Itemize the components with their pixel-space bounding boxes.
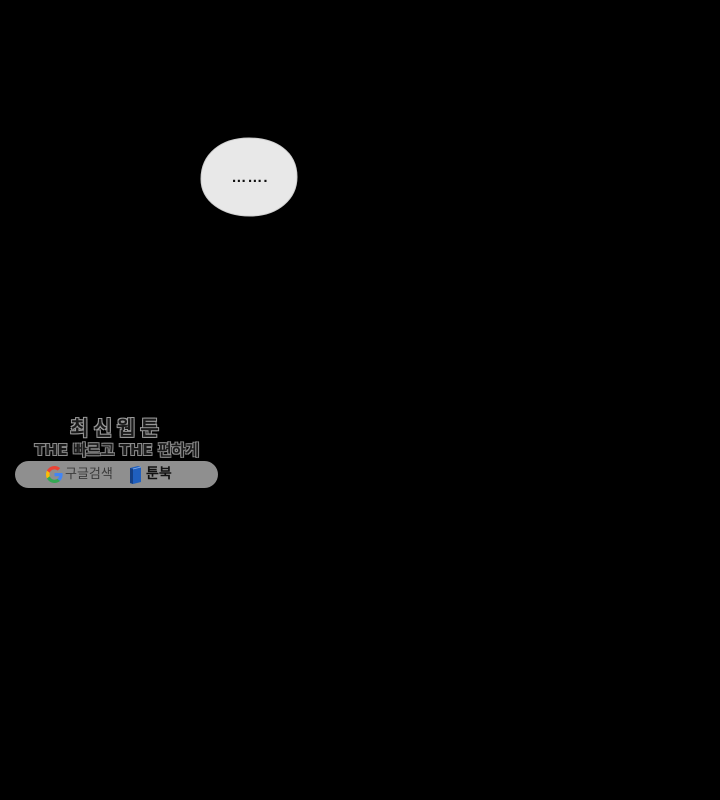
watermark-search-bar: 구글검색 툰북 bbox=[15, 461, 218, 488]
watermark-subtitle: THE 빠르고 THE 편하게 bbox=[34, 441, 200, 459]
book-icon bbox=[130, 466, 142, 484]
watermark-title: 최신웹툰 bbox=[70, 416, 164, 440]
brand-label: 툰북 bbox=[146, 466, 172, 482]
search-label: 구글검색 bbox=[65, 467, 113, 482]
speech-bubble: ……. bbox=[200, 137, 298, 217]
speech-bubble-text: ……. bbox=[231, 168, 269, 186]
google-g-icon bbox=[46, 466, 63, 483]
site-watermark: 최신웹툰 THE 빠르고 THE 편하게 구글검색 툰북 bbox=[15, 410, 219, 490]
speech-bubble-shape bbox=[200, 137, 298, 217]
